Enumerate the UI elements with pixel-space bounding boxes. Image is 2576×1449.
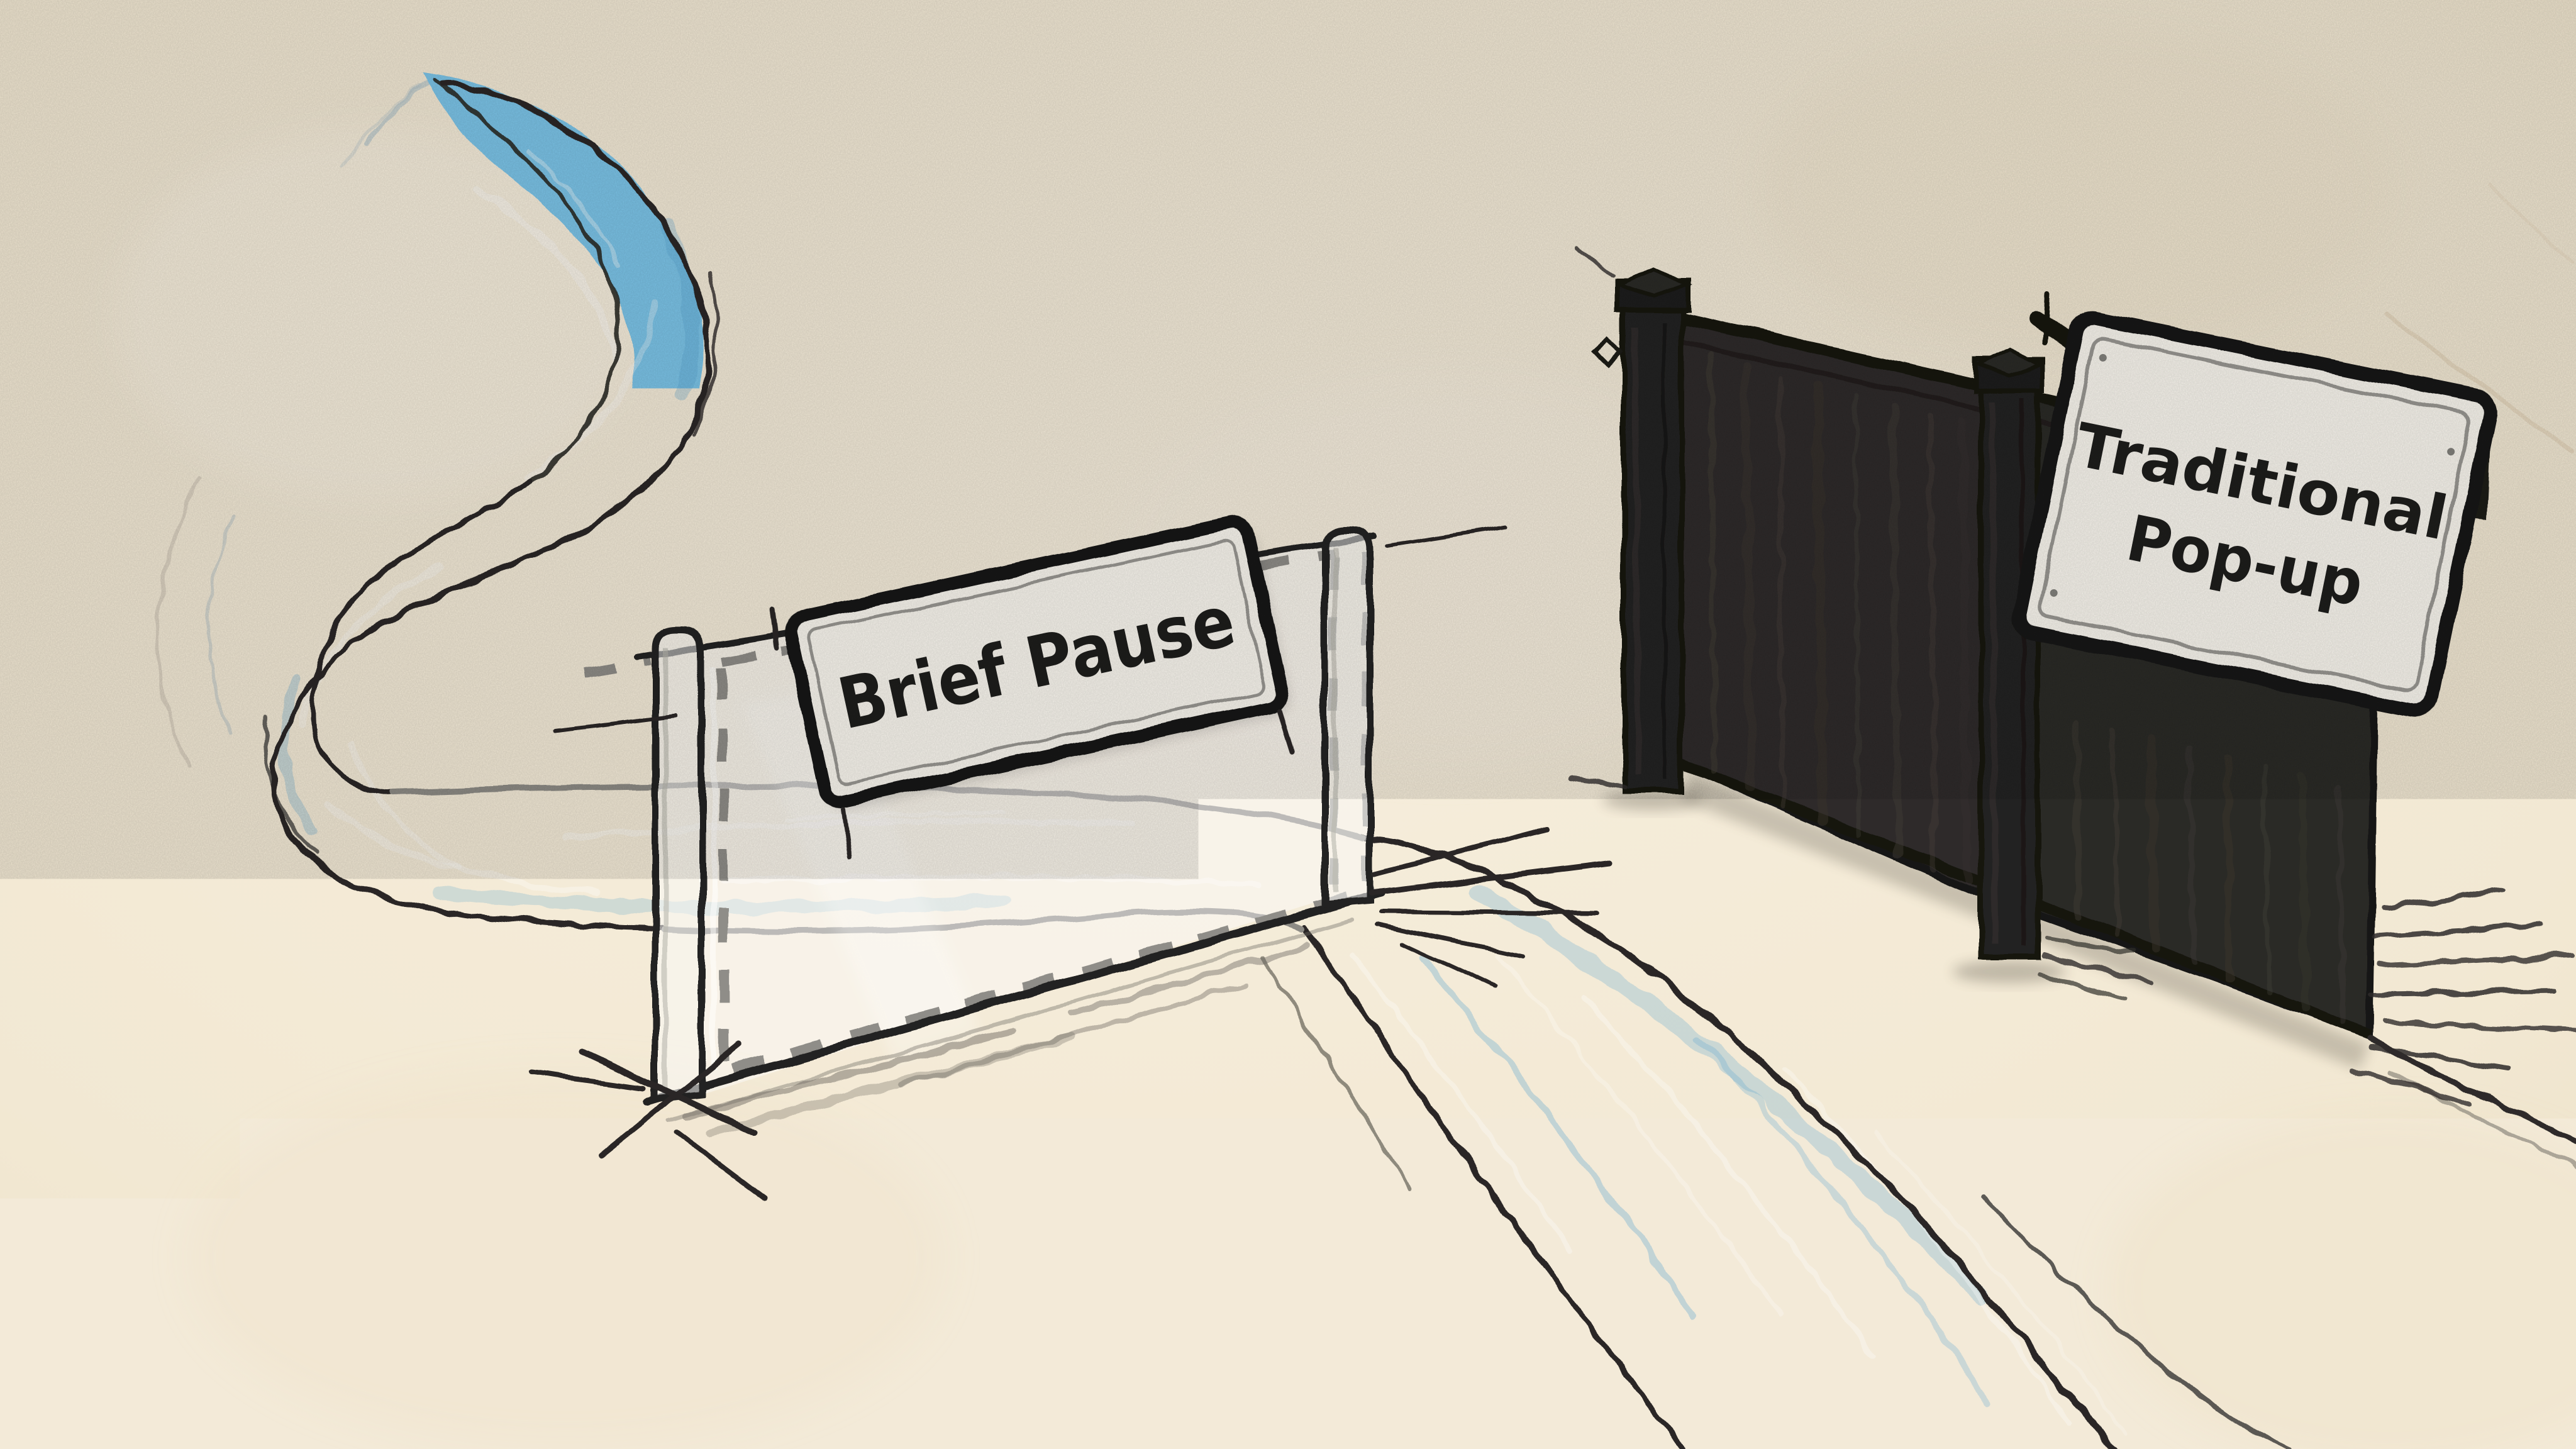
grain-overlay bbox=[0, 0, 2576, 1449]
illustration-canvas: Brief Pause bbox=[0, 0, 2576, 1449]
sketch-scene: Brief Pause bbox=[0, 0, 2576, 1449]
